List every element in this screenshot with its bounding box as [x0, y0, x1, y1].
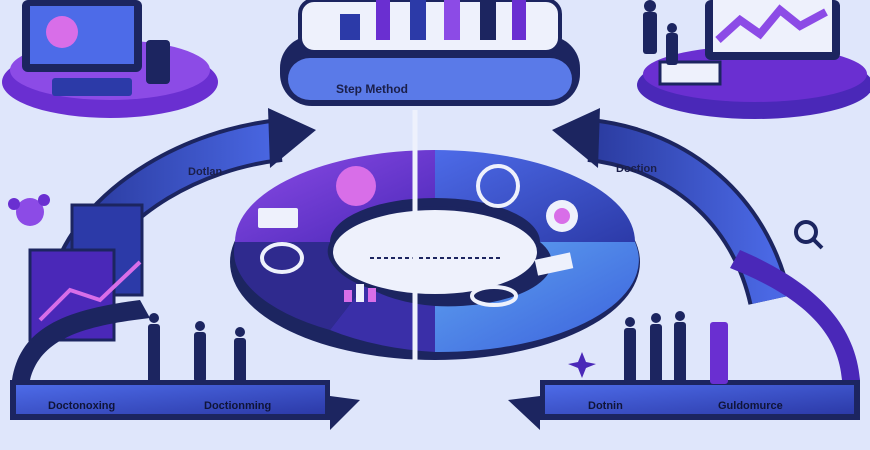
computer-workstation-right: [637, 0, 870, 119]
bar-chart-icon: [340, 0, 526, 40]
rocket-icon: [336, 166, 376, 206]
label-top-right: Doction: [616, 163, 657, 175]
bar-chart-icon: [344, 284, 376, 302]
people-group-left: [148, 313, 246, 384]
target-icon: [546, 200, 578, 232]
diagram-title: Step Method: [336, 82, 408, 96]
cycle-segment-indigo: [233, 242, 365, 330]
cycle-segment-light-blue: [435, 242, 639, 353]
speech-icon: [476, 164, 520, 208]
label-top-left: Dotlan: [188, 166, 223, 178]
label-bottom-left-2: Doctionming: [204, 400, 272, 412]
person-figure: [643, 0, 678, 65]
people-group-right: [624, 311, 728, 384]
computer-workstation-left: [2, 0, 218, 118]
brain-icon: [260, 242, 304, 274]
top-banner: [280, 0, 580, 106]
link-icon: [470, 285, 518, 307]
label-bottom-left-1: Doctonoxing: [48, 400, 116, 412]
bottom-left-ribbon: [10, 300, 360, 430]
sparkle-icon: [568, 352, 596, 378]
label-bottom-right-2: Guldomurce: [718, 400, 783, 412]
document-icon: [258, 208, 298, 228]
cycle-ring: [230, 150, 640, 360]
chart-icon: [534, 252, 574, 276]
bottom-right-ribbon: [508, 250, 860, 430]
magnifier-icon: [794, 220, 824, 250]
label-bottom-right-1: Dotnin: [588, 400, 623, 412]
